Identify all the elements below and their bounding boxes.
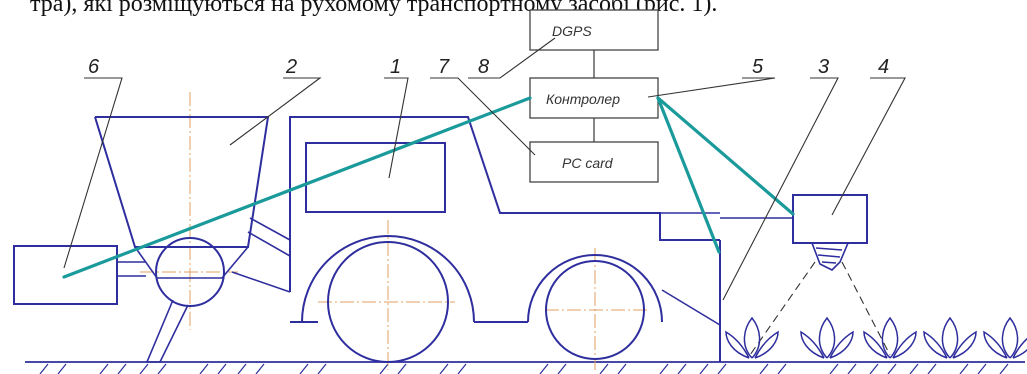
tractor-1-body [289,116,720,292]
hopper-2-chute [134,246,249,279]
ground-hatch-mark [397,363,407,374]
ground-hatch-mark [299,363,309,374]
front-wheel-arch [301,235,475,323]
ground-hatch-mark [379,363,389,374]
nozzle-hatch-1 [815,247,843,251]
rear-frame-lower [661,289,721,326]
crop-plant [725,316,779,359]
ground-hatch-mark [777,363,787,374]
leader-7 [430,77,536,156]
ground-hatch-mark [599,363,609,374]
hopper-linkage-middle [247,231,291,257]
signal-line-controller-to-device-6 [62,96,532,279]
crop-plant [800,316,854,359]
dgps-label: DGPS [552,23,592,39]
ground-hatch-mark [617,363,627,374]
ground-hatch-mark [869,363,879,374]
ground-hatch-mark [717,363,727,374]
ground-hatch-mark [117,363,127,374]
front-wheel [327,241,449,363]
label-1: 1 [390,56,401,78]
ground-hatch-mark [217,363,227,374]
crop-plant [863,316,917,359]
ground-hatch-mark [699,363,709,374]
ground-hatch-mark [927,363,937,374]
tractor-1-window [305,142,446,213]
leader-5 [647,77,776,98]
ground-hatch-mark [539,363,549,374]
metering-roller [155,237,225,307]
label-2: 2 [285,56,297,78]
leader-2 [229,77,322,146]
label-7: 7 [438,56,450,78]
ground-hatch-mark [57,363,67,374]
dgps-box [529,9,659,51]
ground-hatch-mark [677,363,687,374]
label-8: 8 [478,56,489,78]
nozzle-hatch-3 [821,261,837,264]
seeder-leg [145,299,189,363]
ground-hatch-mark [199,363,209,374]
spray-line-left [749,261,816,356]
pc-card-box [529,141,659,183]
ground-hatch-mark [237,363,247,374]
leader-1 [384,77,409,179]
ground-hatch-mark [99,363,109,374]
leader-6 [63,77,123,269]
label-3: 3 [818,56,829,78]
device-6-box [13,245,118,305]
ground-hatch-mark [759,363,769,374]
label-4: 4 [878,56,889,78]
ground-hatch-mark [847,363,857,374]
ground-hatch-mark [139,363,149,374]
hopper-linkage-lower [231,271,291,293]
leader-3 [722,77,839,301]
ground-hatch-mark [999,363,1009,374]
pc-card-label: PC card [562,155,614,171]
ground-hatch-mark [959,363,969,374]
ground-hatch-mark [39,363,49,374]
ground-hatch-mark [457,363,467,374]
ground-hatch-mark [887,363,897,374]
ground-hatch-mark [317,363,327,374]
ground-hatch-mark [829,363,839,374]
sprayer-4-box [792,194,868,244]
ground-hatch-mark [977,363,987,374]
leader-4 [831,77,906,216]
crop-plant [923,316,977,359]
label-5: 5 [752,56,764,78]
spray-nozzle [810,242,850,271]
leader-8 [468,37,556,79]
nozzle-hatch-2 [817,254,841,258]
ground-hatch-mark [909,363,919,374]
hopper-linkage-upper [249,217,291,241]
crop-plants [725,316,1027,359]
ground-hatch-mark [659,363,669,374]
ground-hatching [39,363,1009,374]
signal-line-controller-to-mast-3 [656,96,721,254]
label-6: 6 [88,56,100,78]
ground-hatch-mark [255,363,265,374]
ground-hatch-mark [439,363,449,374]
rear-wheel-arch [527,254,663,323]
controller-label: Контролер [546,91,620,107]
ground-hatch-mark [557,363,567,374]
signal-line-controller-to-sprayer-4 [656,96,795,216]
spray-line-right [841,261,891,356]
ground-hatch-mark [157,363,167,374]
crop-plant [983,316,1027,359]
rear-wheel [545,260,645,360]
